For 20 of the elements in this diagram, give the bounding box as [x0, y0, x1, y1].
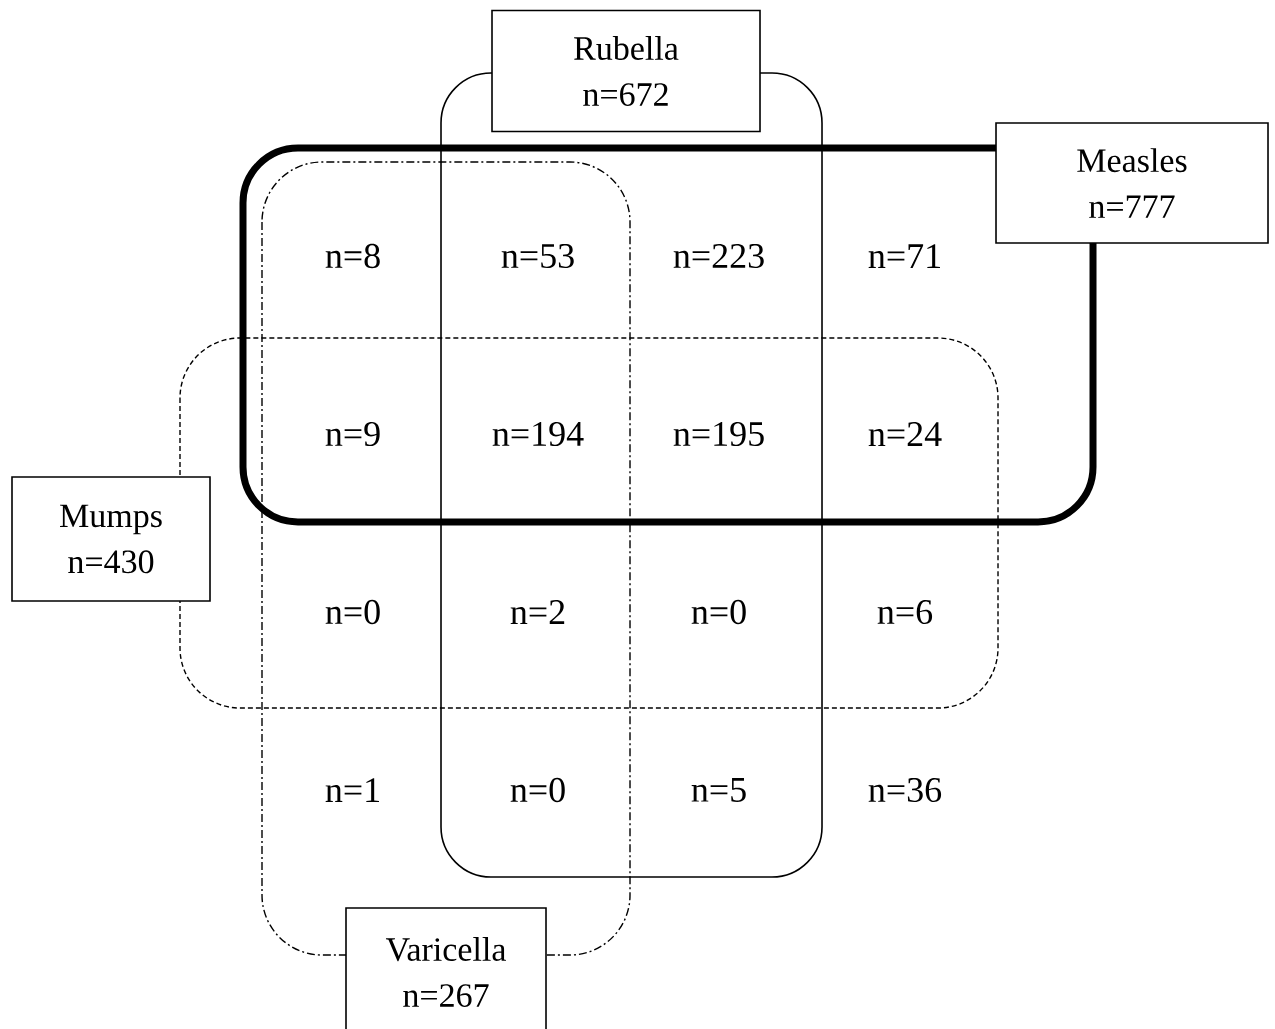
- count-label: n=0: [691, 599, 746, 625]
- count-label: n=6: [877, 599, 933, 625]
- count-label: n=8: [325, 243, 380, 269]
- count-label: n=5: [691, 778, 746, 802]
- set-label-box: Rubella n=672: [491, 9, 761, 133]
- count-label: n=0: [325, 599, 380, 625]
- count-label: n=194: [492, 421, 584, 447]
- count-label: n=9: [325, 421, 380, 447]
- set-label-box: Measles n=777: [995, 122, 1269, 244]
- count-label: n=24: [868, 422, 942, 446]
- count-label: n=1: [325, 778, 379, 802]
- count-label: n=53: [501, 243, 574, 269]
- count-label: n=195: [673, 421, 764, 447]
- count-label: n=36: [868, 777, 942, 803]
- count-label: n=71: [868, 244, 940, 268]
- count-label: n=2: [510, 600, 565, 624]
- count-label: n=0: [510, 777, 565, 803]
- count-label: n=223: [673, 243, 764, 269]
- set-label-box: Mumps n=430: [11, 476, 211, 602]
- set-label-box: Varicella n=267: [345, 907, 547, 1029]
